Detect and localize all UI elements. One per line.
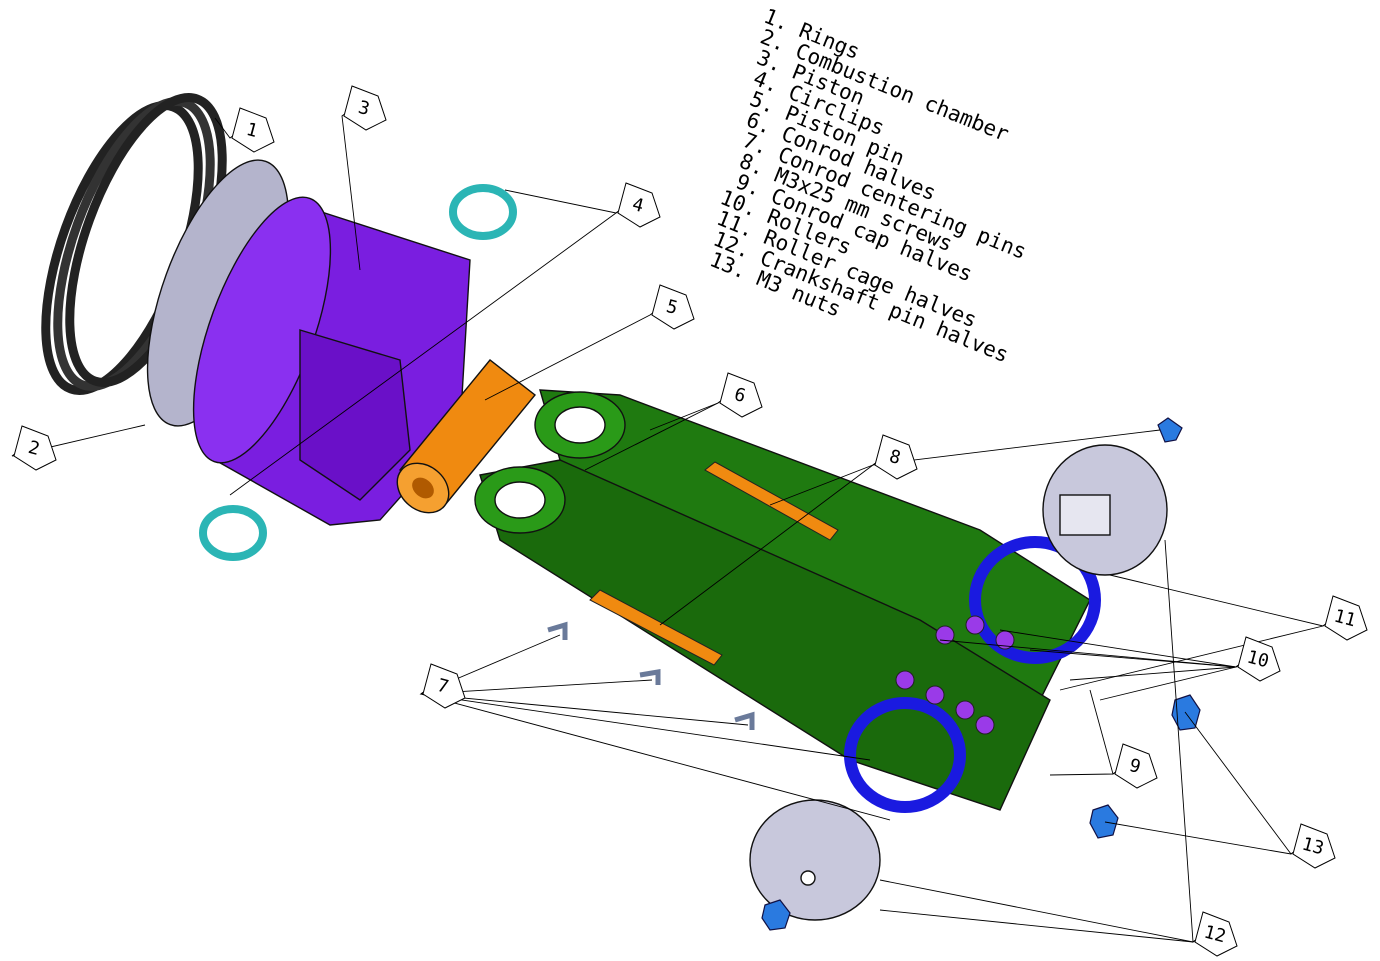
callout-number: 6 [732, 384, 748, 407]
leader-line [504, 189, 625, 214]
callout-balloon-3: 3 [343, 85, 387, 131]
callout-balloon-4: 4 [617, 182, 661, 228]
legend-item: 12. Crankshaft pin halves [710, 227, 1012, 368]
leader-line [1089, 689, 1122, 775]
callout-balloon-5: 5 [651, 284, 695, 330]
callout-balloon-7: 7 [422, 663, 466, 709]
centering-pins [547, 621, 755, 730]
circlip-upper [449, 184, 517, 240]
callout-balloon-13: 13 [1292, 823, 1336, 869]
leader-line [1184, 711, 1300, 855]
callout-balloon-10: 10 [1237, 636, 1281, 682]
callout-balloon-11: 11 [1324, 595, 1368, 641]
leader-line [879, 879, 1202, 943]
leader-line [879, 909, 1202, 943]
callout-number: 1 [244, 119, 260, 142]
callout-number: 2 [26, 437, 42, 460]
rollers [895, 615, 1015, 735]
callout-number: 7 [435, 675, 451, 698]
callout-balloon-6: 6 [719, 372, 763, 418]
leader-line [1164, 539, 1202, 943]
callout-balloon-2: 2 [13, 425, 57, 471]
leader-line [1104, 821, 1300, 855]
crankshaft-pin-halves [749, 444, 1168, 921]
leader-line [1049, 767, 1122, 776]
callout-balloon-12: 12 [1194, 911, 1238, 957]
leader-line [484, 308, 659, 401]
piston [192, 196, 471, 526]
callout-number: 3 [356, 97, 372, 120]
leader-line [419, 687, 749, 726]
callout-number: 9 [1127, 755, 1143, 778]
leader-line [1109, 574, 1332, 627]
circlip-lower [199, 505, 267, 561]
callout-balloon-8: 8 [874, 434, 918, 480]
m3-nuts [761, 417, 1201, 931]
callout-balloon-9: 9 [1114, 743, 1158, 789]
m3x25-screws [589, 461, 839, 666]
callout-balloon-1: 1 [231, 107, 275, 153]
callout-number: 8 [887, 446, 903, 469]
conrod-halves [474, 389, 1091, 811]
leader-line [1099, 660, 1245, 701]
callout-number: 5 [664, 296, 680, 319]
roller-cages [844, 536, 1101, 813]
piston-pin [396, 359, 536, 514]
callout-number: 4 [630, 194, 646, 217]
